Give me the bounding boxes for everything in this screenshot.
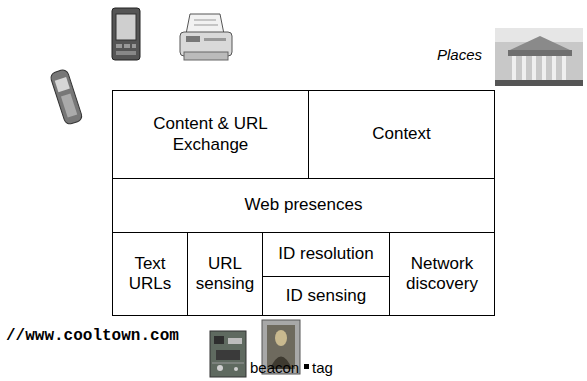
layer-label: Text URLs [117, 254, 183, 295]
layer-label: Content & URL Exchange [137, 114, 284, 155]
url-text: //www.cooltown.com [6, 327, 179, 345]
layer-label: ID sensing [286, 286, 366, 306]
places-caption: Places [437, 46, 482, 63]
web-presence-layer: Web presences [112, 178, 495, 233]
exchange-layer: Content & URL Exchange [112, 90, 309, 179]
layer-label: Context [372, 124, 431, 144]
layer-label: ID resolution [278, 244, 373, 264]
discovery-box: Network discovery [389, 232, 495, 316]
tag-caption: tag [312, 359, 333, 376]
context-layer: Context [308, 90, 495, 179]
layer-label: Network discovery [396, 254, 488, 295]
building-photo [495, 28, 583, 86]
fax-icon [180, 14, 232, 60]
resolution-box: ID resolution [262, 232, 390, 277]
sensing-box: ID sensing [262, 276, 390, 316]
sensing-box: URL sensing [187, 232, 263, 316]
beacon-caption: beacon [250, 359, 299, 376]
sensing-box: Text URLs [112, 232, 188, 316]
layer-label: URL sensing [192, 254, 258, 295]
phone-icon [49, 68, 83, 125]
pda-icon [112, 8, 140, 60]
layer-label: Web presences [245, 195, 363, 215]
beacon-photo [210, 331, 246, 377]
